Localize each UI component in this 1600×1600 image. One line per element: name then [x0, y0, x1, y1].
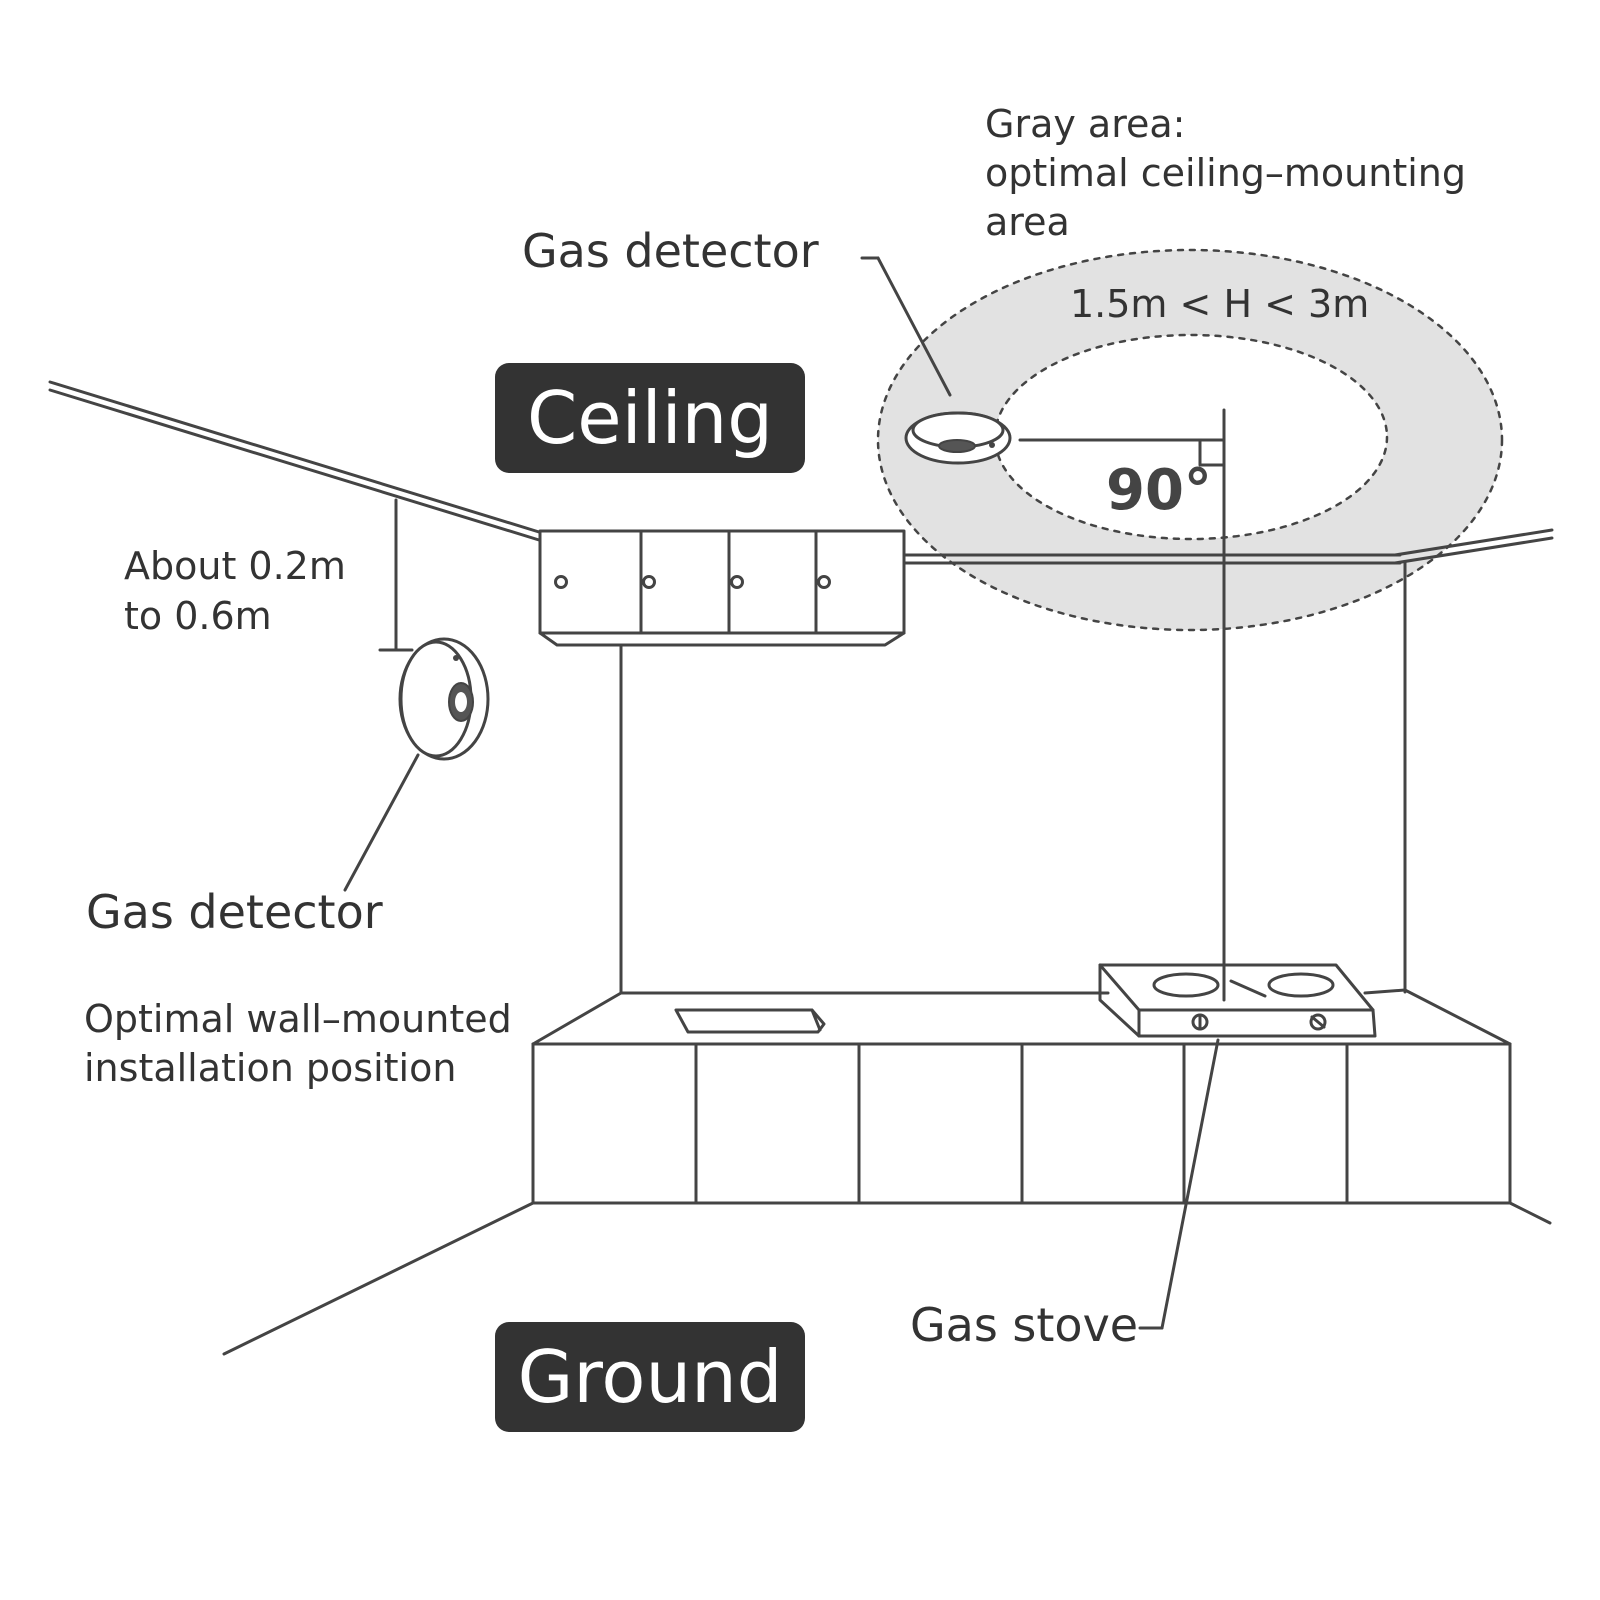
wall-position-label-line1: Optimal wall–mounted: [84, 997, 512, 1041]
gray-area-desc-line2: area: [985, 200, 1070, 244]
leader-wall-detector: [343, 753, 420, 892]
sink-icon: [674, 1008, 826, 1034]
gray-area-desc-line1: optimal ceiling–mounting: [985, 151, 1467, 195]
wall-cabinet: [538, 529, 906, 647]
gas-stove-drawing: [1098, 963, 1377, 1038]
wall-gas-detector: [398, 637, 490, 761]
right-angle-marker: [1198, 438, 1226, 467]
gas-stove-label: Gas stove: [910, 1298, 1139, 1352]
angle-label: 90°: [1106, 458, 1212, 523]
gray-area-title: Gray area:: [985, 102, 1186, 146]
ground-badge: Ground: [495, 1322, 805, 1432]
distance-label-line2: to 0.6m: [124, 594, 272, 638]
room-outline: [48, 380, 1554, 1356]
leader-gas-stove: [1160, 1038, 1220, 1330]
ceiling-badge: Ceiling: [495, 363, 805, 473]
gas-detector-wall-label: Gas detector: [86, 885, 383, 939]
gas-detector-ceiling-label: Gas detector: [522, 224, 819, 278]
gray-area-outer-boundary: [876, 248, 1504, 632]
distance-label-line1: About 0.2m: [124, 544, 346, 588]
kitchen-counter: [531, 988, 1512, 1205]
ceiling-gas-detector: [904, 411, 1012, 465]
wall-position-label-line2: installation position: [84, 1046, 457, 1090]
gray-area-annulus: [878, 250, 1502, 630]
height-range-label: 1.5m < H < 3m: [1070, 282, 1370, 326]
